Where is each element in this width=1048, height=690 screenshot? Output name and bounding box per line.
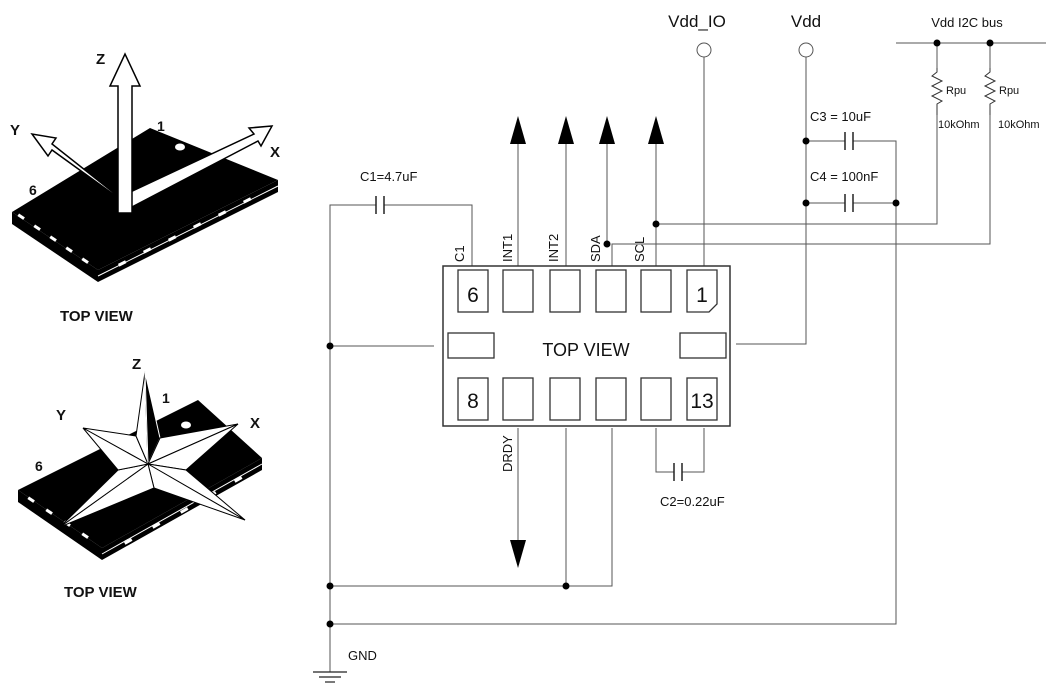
gnd-label: GND [348,648,377,663]
chip-top-view-label: TOP VIEW [542,340,629,360]
signal-label-int1: INT1 [500,234,515,262]
signal-label-sda: SDA [588,235,603,262]
package-side-left [12,212,98,282]
pad-int1 [502,269,534,313]
package-pads [17,197,252,267]
i2c-bus-label: Vdd I2C bus [931,15,1003,30]
pad-11 [595,377,627,421]
component-labels: C1=4.7uF C2=0.22uF C3 = 10uF C4 = 100nF … [360,85,1040,509]
pin-1-label: 1 [157,118,165,134]
x-axis-label: X [270,144,280,161]
pin-1-label: 1 [162,390,170,406]
int1-arrow [510,116,526,144]
wire-bottom-gnd [330,428,613,587]
vdd-label: Vdd [791,12,821,31]
vdd-terminal [798,42,814,58]
vdd-io-terminal [696,42,712,58]
pad-right [679,332,727,359]
wire-c3-right [853,140,897,203]
rpu1-name: Rpu [946,85,966,97]
pad-left [447,332,495,359]
pad-6 [457,269,489,313]
chip: TOP VIEW 6 1 8 13 [442,265,731,427]
rpu2-value: 10kOhm [998,119,1040,131]
pad-drdy [502,377,534,421]
pad-13 [686,377,718,421]
wire-c2-right [682,428,705,473]
wire-sda [611,115,991,268]
pad-8 [457,377,489,421]
wire-gnd-rail [329,204,376,672]
package-edge [101,463,263,555]
pin-1-number: 1 [696,284,708,307]
pin-6-number: 6 [467,284,479,307]
z-axis-label: Z [132,356,141,373]
wire-c1-pin6 [384,204,473,268]
wires [329,42,1046,672]
pad-scl [640,269,672,313]
wire-vdd [736,57,807,345]
junctions [326,39,994,628]
pin1-marker-dot [181,421,191,429]
rpu1-value: 10kOhm [938,119,980,131]
signal-label-int2: INT2 [546,234,561,262]
y-axis-arrow [30,132,130,213]
resistor-rpu1 [930,68,944,115]
vdd-io-label: Vdd_IO [668,12,726,31]
int2-arrow [558,116,574,144]
signal-label-scl: SCL [632,237,647,262]
pad-1 [686,269,718,313]
axis-star [59,371,246,528]
c2-label: C2=0.22uF [660,494,725,509]
capacitor-plates [375,132,854,481]
pin-6-label: 6 [35,458,43,474]
c3-label: C3 = 10uF [810,109,871,124]
pad-12 [640,377,672,421]
pin-6-label: 6 [29,182,37,198]
ground-symbol [313,671,347,683]
x-axis-arrow [123,125,274,209]
bottom-package-view: Z Y X 1 6 TOP VIEW [18,356,263,601]
wire-c4-gnd [330,202,897,625]
pin1-marker-dot [175,143,185,151]
x-axis-label: X [250,415,260,432]
top-view-caption: TOP VIEW [60,308,134,325]
pin-13-number: 13 [690,390,713,413]
package-side-left [18,490,102,560]
top-package-view: Z Y X 1 6 TOP VIEW [10,51,280,325]
y-axis-label: Y [56,407,66,424]
resistor-rpu2 [983,68,997,115]
signal-label-c1: C1 [452,245,467,262]
signal-label-drdy: DRDY [500,435,515,472]
pin-8-number: 8 [467,390,479,413]
top-view-caption: TOP VIEW [64,584,138,601]
pad-int2 [549,269,581,313]
y-axis-label: Y [10,122,20,139]
z-axis-arrow [108,52,142,214]
c4-label: C4 = 100nF [810,169,878,184]
sda-arrow [599,116,615,144]
rpu2-name: Rpu [999,85,1019,97]
signal-labels: C1 INT1 INT2 SDA SCL DRDY [452,234,647,472]
wire-scl [655,115,938,268]
drdy-arrow [510,540,526,568]
wire-c2-left [655,428,674,473]
signal-arrows [510,116,664,568]
pad-sda [595,269,627,313]
scl-arrow [648,116,664,144]
pad-10 [549,377,581,421]
chip-pads [447,269,727,421]
c1-label: C1=4.7uF [360,169,418,184]
z-axis-label: Z [96,51,105,68]
